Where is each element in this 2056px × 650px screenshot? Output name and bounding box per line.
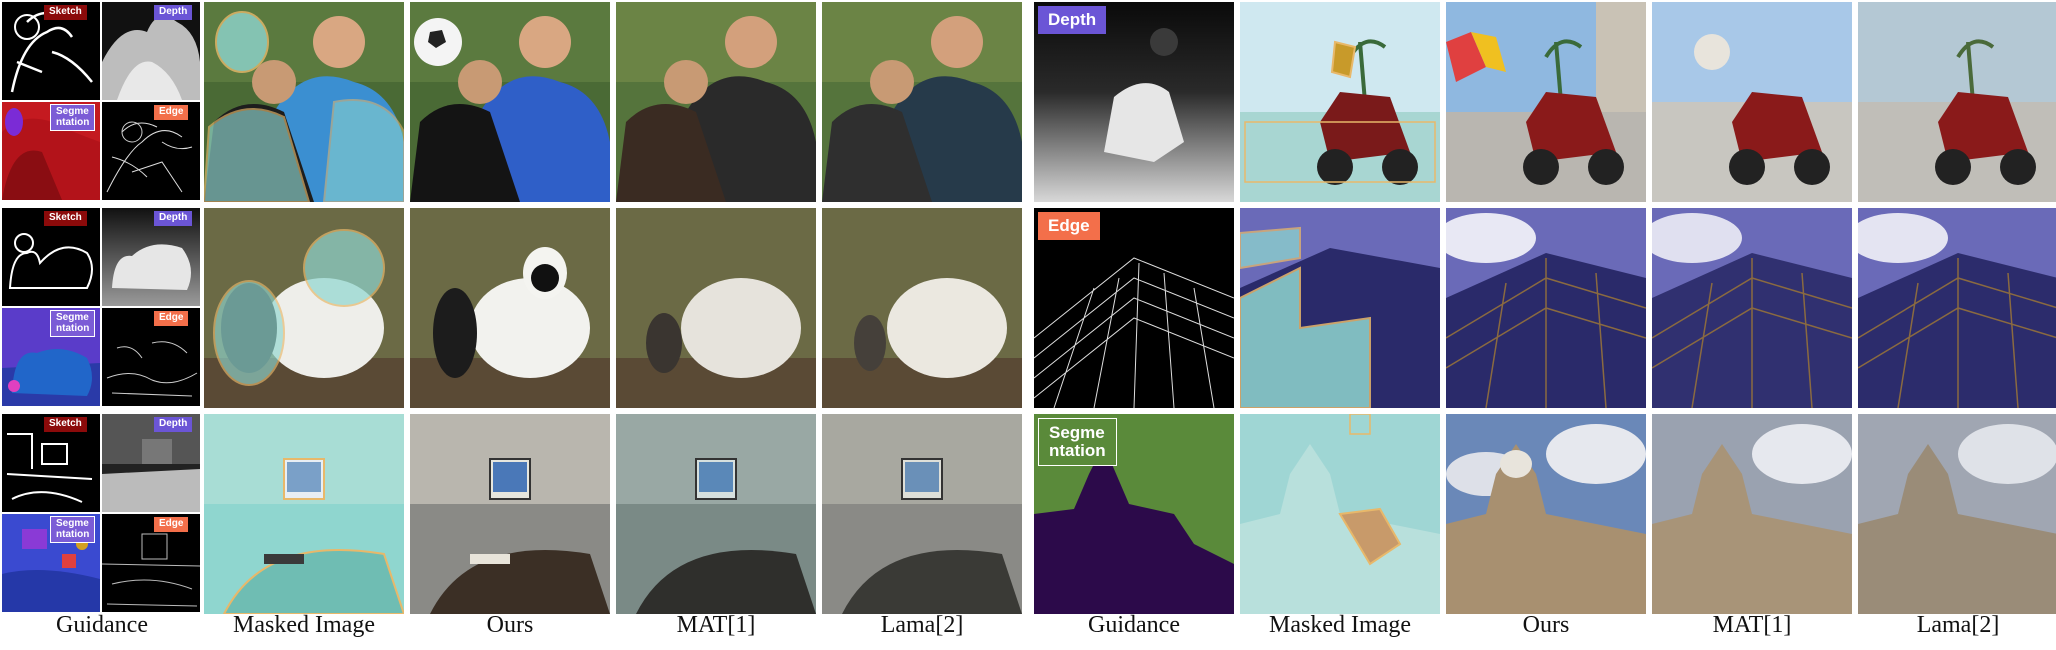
edge-tag: Edge	[154, 311, 189, 326]
ours-soccer	[410, 2, 610, 202]
segmentation-tag-line2: ntation	[1049, 440, 1106, 460]
caption-lama-right: Lama[2]	[1916, 612, 2000, 638]
mat-motorcycle	[1652, 2, 1852, 202]
caption-guidance-right: Guidance	[1088, 612, 1180, 638]
guidance-depth-motorcycle	[1034, 2, 1234, 202]
masked-image-capitol	[1240, 414, 1440, 614]
caption-mat-left: MAT[1]	[676, 612, 756, 638]
depth-tag: Depth	[154, 211, 193, 226]
mat-soccer	[616, 2, 816, 202]
sketch-tag: Sketch	[44, 417, 87, 432]
sketch-tag: Sketch	[44, 5, 87, 20]
caption-guidance-left: Guidance	[56, 612, 148, 638]
segmentation-tag-line2: ntation	[56, 528, 90, 540]
depth-tag: Depth	[1038, 6, 1107, 34]
guidance-depth-office	[102, 414, 200, 512]
segmentation-tag: Segme ntation	[50, 310, 96, 337]
masked-image-building	[1240, 208, 1440, 408]
mat-building	[1652, 208, 1852, 408]
ours-motorcycle	[1446, 2, 1646, 202]
segmentation-tag-line1: Segme	[56, 106, 89, 117]
segmentation-tag-line2: ntation	[56, 322, 90, 334]
segmentation-tag-line2: ntation	[56, 116, 90, 128]
lama-soccer	[822, 2, 1022, 202]
segmentation-tag: Segme ntation	[1038, 418, 1117, 466]
caption-lama-left: Lama[2]	[880, 612, 964, 638]
sketch-tag: Sketch	[44, 211, 87, 226]
segmentation-tag: Segme ntation	[50, 104, 96, 131]
masked-image-motorcycle	[1240, 2, 1440, 202]
masked-image-soccer	[204, 2, 404, 202]
lama-motorcycle	[1858, 2, 2056, 202]
segmentation-tag-line1: Segme	[56, 312, 89, 323]
caption-ours-left: Ours	[486, 612, 534, 638]
depth-tag: Depth	[154, 5, 193, 20]
lama-sheep	[822, 208, 1022, 408]
segmentation-tag-line1: Segme	[56, 518, 89, 529]
ours-office	[410, 414, 610, 614]
caption-ours-right: Ours	[1522, 612, 1570, 638]
lama-office	[822, 414, 1022, 614]
caption-masked-image-left: Masked Image	[233, 612, 375, 638]
segmentation-tag: Segme ntation	[50, 516, 96, 543]
edge-tag: Edge	[154, 105, 189, 120]
segmentation-tag-line1: Segme	[1049, 423, 1105, 442]
ours-capitol	[1446, 414, 1646, 614]
masked-image-office	[204, 414, 404, 614]
caption-masked-image-right: Masked Image	[1269, 612, 1411, 638]
guidance-edge-building	[1034, 208, 1234, 408]
masked-image-sheep	[204, 208, 404, 408]
mat-office	[616, 414, 816, 614]
depth-tag: Depth	[154, 417, 193, 432]
edge-tag: Edge	[154, 517, 189, 532]
edge-tag: Edge	[1038, 212, 1100, 240]
caption-mat-right: MAT[1]	[1712, 612, 1792, 638]
mat-sheep	[616, 208, 816, 408]
lama-building	[1858, 208, 2056, 408]
ours-building	[1446, 208, 1646, 408]
guidance-depth-soccer	[102, 2, 200, 100]
mat-capitol	[1652, 414, 1852, 614]
lama-capitol	[1858, 414, 2056, 614]
ours-sheep	[410, 208, 610, 408]
